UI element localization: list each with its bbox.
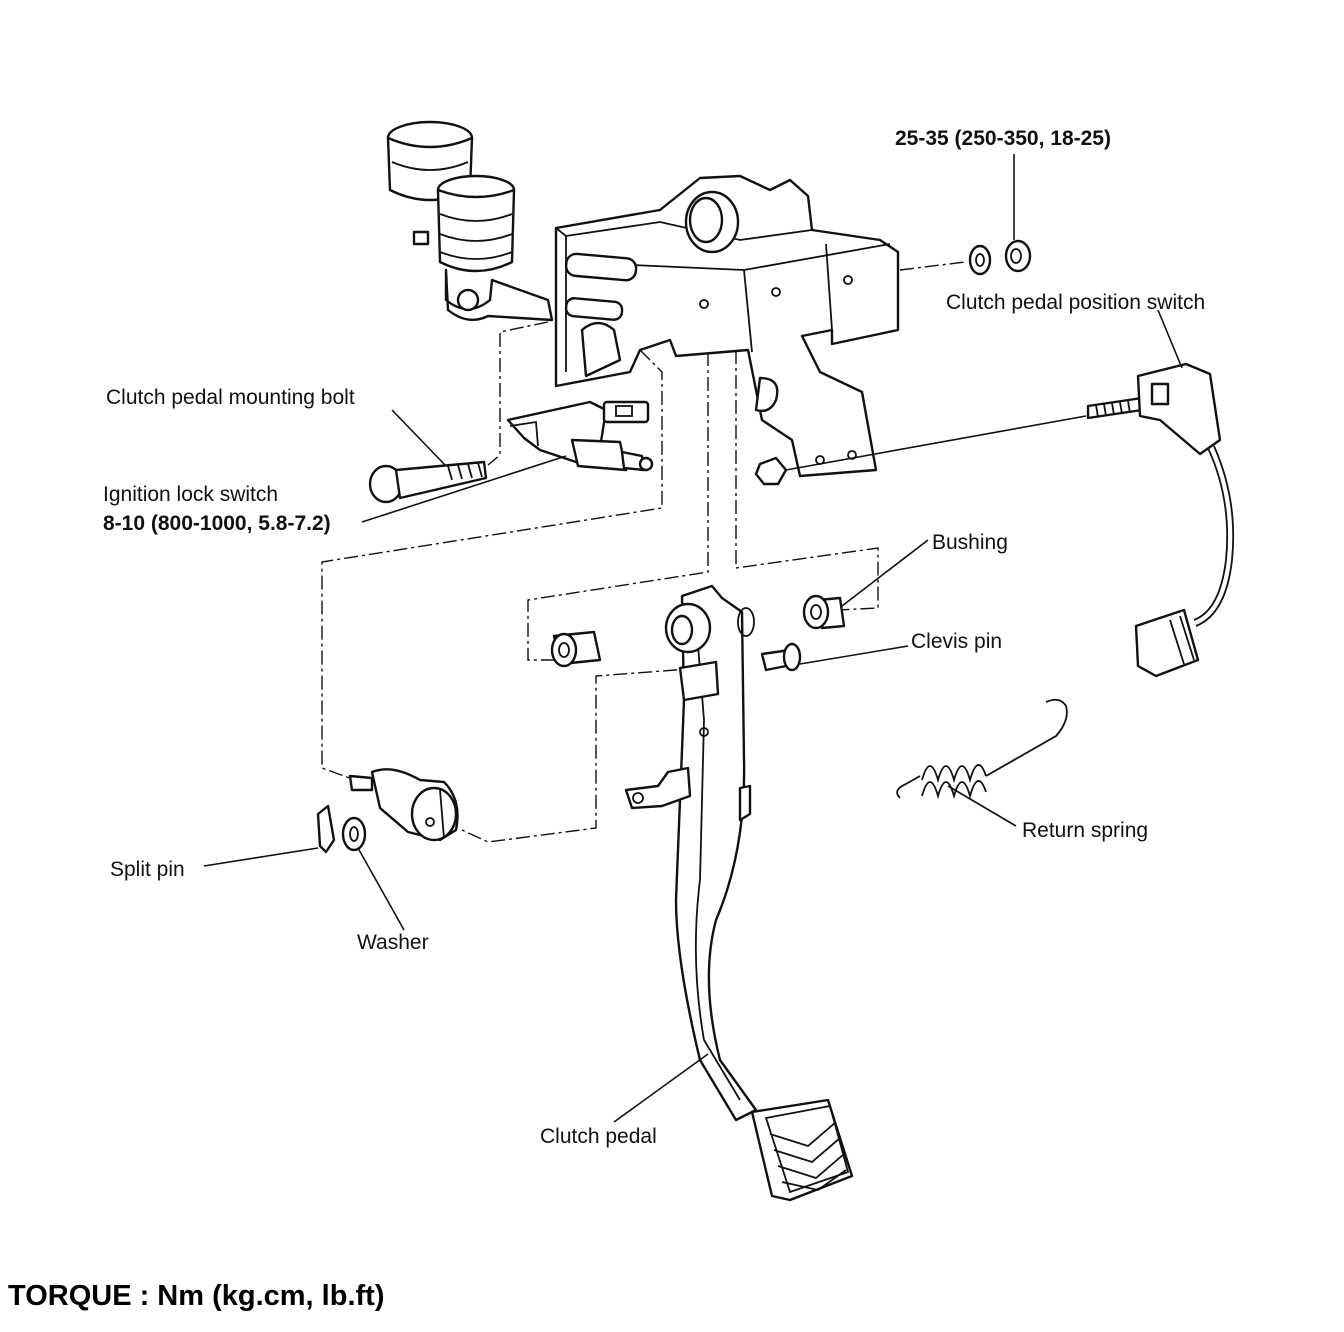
clevis-pin (760, 642, 909, 672)
assembly-guide-lines (321, 261, 966, 843)
label-bushing: Bushing (932, 531, 1008, 554)
label-clutch-pedal-mounting-bolt: Clutch pedal mounting bolt (106, 386, 355, 409)
label-clutch-pedal: Clutch pedal (540, 1125, 657, 1148)
label-split-pin: Split pin (110, 858, 185, 881)
ignition-lock-switch (361, 400, 654, 523)
label-clevis-pin: Clevis pin (911, 630, 1002, 653)
split-pin (203, 804, 336, 867)
label-ignition-lock-switch: Ignition lock switch (103, 483, 278, 506)
nut-and-washer (968, 154, 1032, 276)
clutch-pedal (613, 584, 854, 1202)
label-torque-ignition: 8-10 (800-1000, 5.8-7.2) (103, 512, 331, 535)
master-cylinder-reservoir (386, 120, 554, 322)
return-spring (896, 698, 1068, 827)
labels: 25-35 (250-350, 18-25) Clutch pedal posi… (103, 127, 1205, 1148)
washer (341, 816, 405, 931)
lower-switch (348, 768, 459, 842)
label-clutch-pedal-position-switch: Clutch pedal position switch (946, 291, 1205, 314)
bushings (550, 539, 929, 668)
pedal-bracket (554, 174, 900, 478)
torque-legend: TORQUE : Nm (kg.cm, lb.ft) (8, 1280, 384, 1312)
clutch-pedal-position-switch (1086, 309, 1235, 678)
label-torque-top: 25-35 (250-350, 18-25) (895, 127, 1111, 150)
label-washer: Washer (357, 931, 429, 954)
clutch-pedal-mounting-bolt (368, 409, 1087, 504)
label-return-spring: Return spring (1022, 819, 1148, 842)
